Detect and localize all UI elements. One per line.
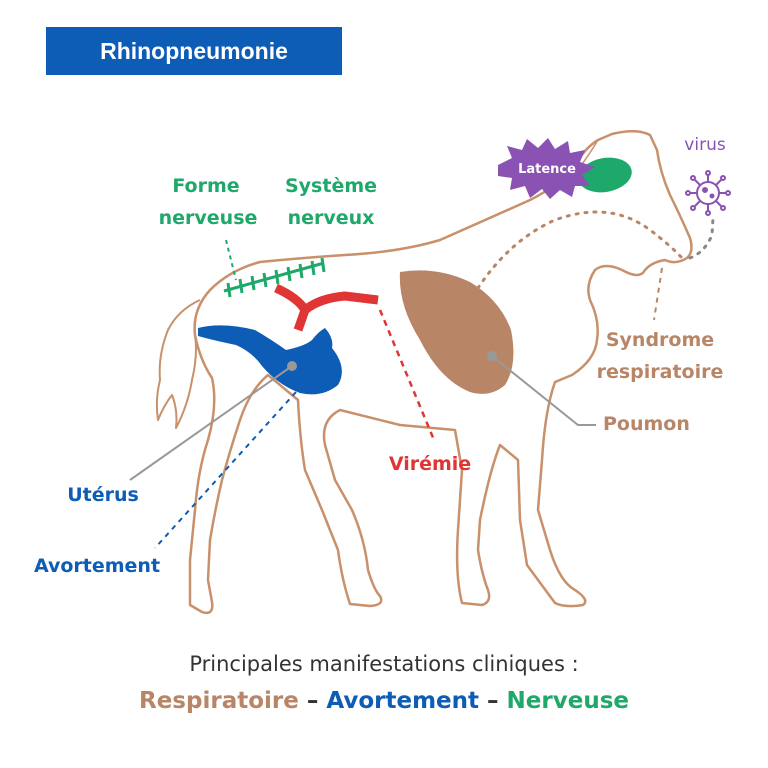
caption-nerveuse: Nerveuse bbox=[506, 688, 629, 714]
avortement-label: Avortement bbox=[34, 555, 160, 577]
caption-separator-1: – bbox=[298, 688, 327, 714]
syndrome-label-1: Syndrome bbox=[606, 329, 714, 351]
forme-nerveuse-label-1: Forme bbox=[172, 175, 239, 197]
systeme-nerveux-label-1: Système bbox=[285, 175, 377, 197]
caption-line-2: Respiratoire – Avortement – Nerveuse bbox=[0, 688, 768, 714]
poumon-label: Poumon bbox=[603, 413, 690, 435]
virus-icon bbox=[685, 170, 731, 216]
title-banner: Rhinopneumonie bbox=[46, 27, 342, 75]
caption-respiratoire: Respiratoire bbox=[139, 688, 299, 714]
virus-path bbox=[688, 216, 715, 260]
horse-tail bbox=[155, 299, 201, 429]
virus-label: virus bbox=[684, 135, 726, 155]
uterus-leader bbox=[129, 365, 293, 481]
caption-avortement: Avortement bbox=[326, 688, 480, 714]
syndrome-label-2: respiratoire bbox=[597, 361, 724, 383]
spine-icon bbox=[223, 257, 326, 298]
forme-nerveuse-label-2: nerveuse bbox=[159, 207, 258, 229]
page-title: Rhinopneumonie bbox=[100, 37, 288, 64]
syndrome-leader bbox=[653, 267, 663, 321]
poumon-dot bbox=[487, 351, 497, 361]
horse-outline bbox=[188, 130, 693, 615]
respiratory-path bbox=[476, 210, 684, 290]
viremie-label: Virémie bbox=[389, 453, 471, 475]
uterus-shape bbox=[198, 325, 342, 395]
vessel-shape bbox=[274, 283, 379, 332]
latence-label: Latence bbox=[518, 162, 576, 177]
forme-nerveuse-leader bbox=[225, 239, 237, 281]
uterus-dot bbox=[287, 361, 297, 371]
viremie-leader bbox=[378, 309, 436, 441]
systeme-nerveux-label-2: nerveux bbox=[288, 207, 375, 229]
lung-shape bbox=[399, 270, 514, 394]
latence-starburst-icon bbox=[498, 138, 595, 199]
caption-separator-2: – bbox=[479, 688, 507, 714]
caption-line-1: Principales manifestations cliniques : bbox=[189, 652, 579, 676]
poumon-leader bbox=[491, 355, 596, 426]
uterus-label: Utérus bbox=[67, 484, 139, 506]
